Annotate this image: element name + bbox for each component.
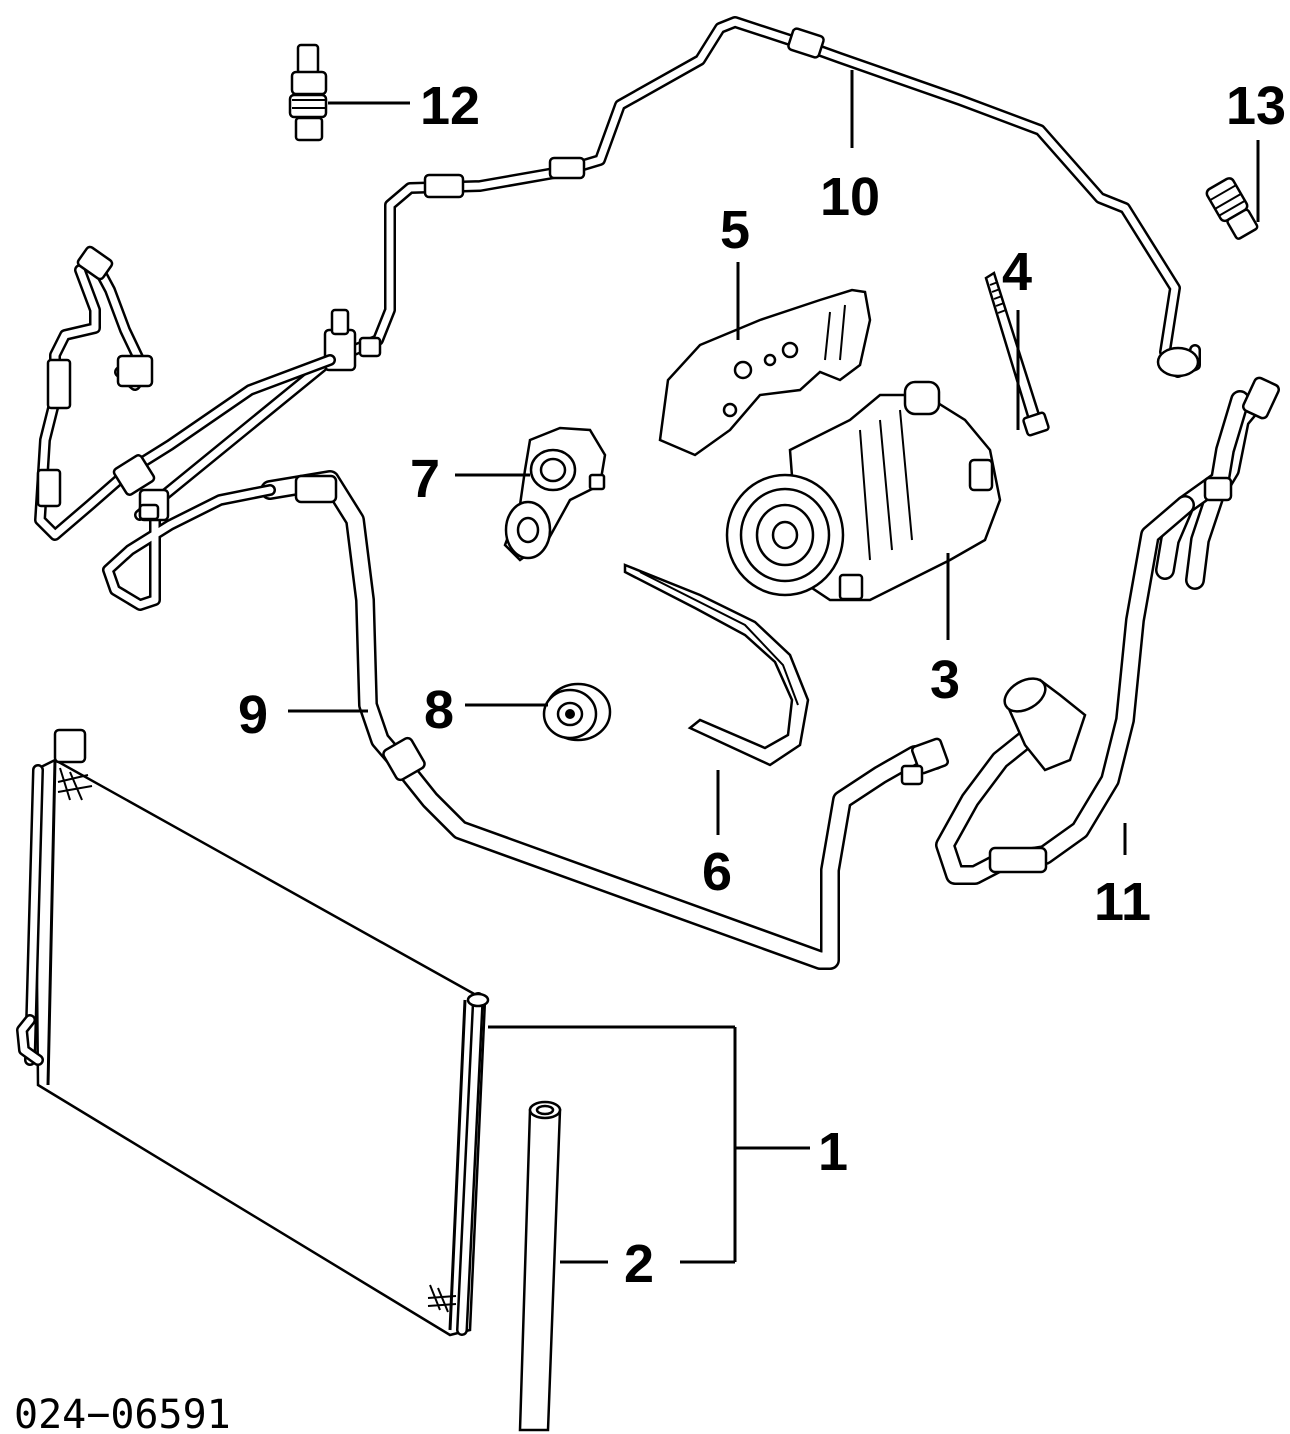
idler-pulley-part (542, 682, 612, 742)
callout-3: 3 (930, 650, 960, 710)
callout-11: 11 (1094, 872, 1151, 932)
pressure-switch-part (288, 43, 328, 142)
callout-6: 6 (702, 842, 732, 902)
reference-code: 024−06591 (14, 1392, 231, 1434)
callout-2: 2 (624, 1234, 654, 1294)
suction-line-part (34, 16, 1201, 541)
belt-part (623, 563, 810, 767)
callout-13: 13 (1226, 76, 1286, 136)
callout-7: 7 (410, 449, 440, 509)
callout-9: 9 (238, 685, 268, 745)
bolt-part (984, 271, 1050, 437)
tensioner-part (503, 426, 607, 562)
callout-10: 10 (820, 167, 880, 227)
liquid-line-part (102, 470, 950, 970)
callout-labels: 1 2 3 4 5 6 7 8 9 10 11 12 13 (238, 76, 1286, 1294)
drier-part (518, 1100, 562, 1432)
discharge-hose-part (935, 376, 1280, 885)
callout-8: 8 (424, 680, 454, 740)
bracket-part (658, 288, 872, 457)
leader-lines (288, 70, 1260, 1264)
callout-5: 5 (720, 200, 750, 260)
compressor-part (725, 380, 1002, 602)
callout-1: 1 (818, 1122, 848, 1182)
callout-12: 12 (420, 76, 480, 136)
condenser-part (16, 728, 490, 1337)
callout-4: 4 (1002, 242, 1032, 302)
service-valve-part (1205, 177, 1259, 240)
